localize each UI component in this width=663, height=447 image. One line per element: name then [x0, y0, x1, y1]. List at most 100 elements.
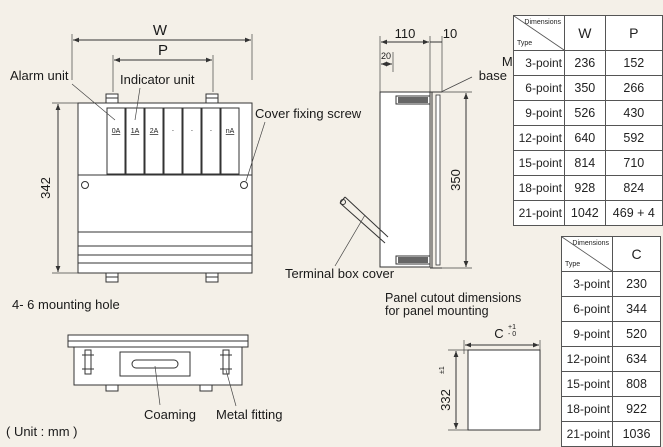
alarm-unit-label: Alarm unit: [10, 68, 69, 83]
dim-c-label: C: [494, 326, 503, 341]
dim-350-label: 350: [448, 169, 463, 191]
p-cell: 152: [604, 50, 663, 76]
p-cell: 824: [604, 175, 663, 201]
column-header: C: [612, 236, 661, 272]
slot-label: 2A: [150, 128, 159, 135]
type-cell: 6-point: [561, 296, 613, 322]
type-cell: 18-point: [513, 175, 565, 201]
p-cell: 469 + 4: [604, 200, 663, 226]
c-cell: 634: [612, 346, 661, 372]
cutout-rect: [467, 349, 541, 431]
type-cell: 9-point: [561, 321, 613, 347]
table-corner-cell: Dimensions Type: [561, 236, 613, 272]
side-view: 110 10 20 350 Mounting base Terminal box…: [285, 26, 555, 281]
p-cell: 592: [604, 125, 663, 151]
w-cell: 1042: [564, 200, 606, 226]
unit-note: ( Unit : mm ): [6, 424, 78, 439]
type-cell: 9-point: [513, 100, 565, 126]
unit-slots: 0A 1A 2A · · · nA: [106, 107, 240, 175]
w-cell: 640: [564, 125, 606, 151]
type-cell: 3-point: [561, 271, 613, 297]
c-cell: 922: [612, 396, 661, 422]
w-cell: 526: [564, 100, 606, 126]
w-cell: 236: [564, 50, 606, 76]
c-cell: 230: [612, 271, 661, 297]
type-cell: 12-point: [513, 125, 565, 151]
cutout-title: Panel cutout dimensions for panel mounti…: [385, 291, 525, 318]
type-cell: 3-point: [513, 50, 565, 76]
metal-fitting: [82, 349, 232, 375]
column-header: P: [604, 15, 663, 51]
type-cell: 21-point: [561, 421, 613, 447]
panel-cutout: Panel cutout dimensions for panel mounti…: [385, 291, 541, 431]
slot-label: 1A: [131, 128, 140, 135]
slot-label: ·: [172, 126, 175, 135]
corner-top-label: Dimensions: [572, 240, 609, 247]
front-view: W P 0A 1A 2A · · · nA: [10, 22, 362, 312]
housing-side: [379, 91, 431, 268]
w-cell: 928: [564, 175, 606, 201]
dim-332-tol: ±1: [439, 366, 446, 374]
slot-label: nA: [226, 128, 235, 135]
cover-fixing-screw-label: Cover fixing screw: [255, 106, 362, 121]
w-cell: 814: [564, 150, 606, 176]
slot-label: ·: [210, 126, 213, 135]
p-cell: 430: [604, 100, 663, 126]
mounting-hole-label: 4- 6 mounting hole: [12, 297, 120, 312]
dim-w-label: W: [153, 22, 168, 39]
p-cell: 266: [604, 75, 663, 101]
c-cell: 1036: [612, 421, 661, 447]
type-cell: 21-point: [513, 200, 565, 226]
c-cell: 344: [612, 296, 661, 322]
screw-icon: [81, 181, 89, 189]
column-header: W: [564, 15, 606, 51]
type-cell: 6-point: [513, 75, 565, 101]
corner-bottom-label: Type: [565, 261, 581, 268]
corner-top-label: Dimensions: [524, 19, 561, 26]
table-corner-cell: Dimensions Type: [513, 15, 565, 51]
screw-icon: [240, 181, 248, 189]
metal-fitting-label: Metal fitting: [216, 407, 282, 422]
c-cell: 520: [612, 321, 661, 347]
coaming-label: Coaming: [144, 407, 196, 422]
dim-10-label: 10: [443, 26, 457, 41]
type-cell: 12-point: [561, 346, 613, 372]
dim-110-label: 110: [395, 26, 416, 41]
terminal-box-cover-label: Terminal box cover: [285, 266, 395, 281]
slot-label: ·: [191, 126, 194, 135]
dim-c-tol: +1- 0: [508, 324, 516, 338]
technical-drawing: W P 0A 1A 2A · · · nA: [6, 22, 555, 439]
drawing-sheet: W P 0A 1A 2A · · · nA: [6, 15, 663, 447]
type-cell: 15-point: [513, 150, 565, 176]
mounting-bracket: [105, 93, 219, 283]
dim-p-label: P: [158, 42, 168, 59]
indicator-unit-label: Indicator unit: [120, 72, 195, 87]
dim-332-label: 332: [438, 389, 453, 411]
p-cell: 710: [604, 150, 663, 176]
w-cell: 350: [564, 75, 606, 101]
dim-342-label: 342: [38, 177, 53, 199]
corner-bottom-label: Type: [517, 40, 533, 47]
bottom-view: Coaming Metal fitting ( Unit : mm ): [6, 334, 282, 439]
c-cell: 808: [612, 371, 661, 397]
type-cell: 15-point: [561, 371, 613, 397]
type-cell: 18-point: [561, 396, 613, 422]
slot-label: 0A: [112, 128, 121, 135]
dim-20-label: 20: [381, 51, 391, 61]
